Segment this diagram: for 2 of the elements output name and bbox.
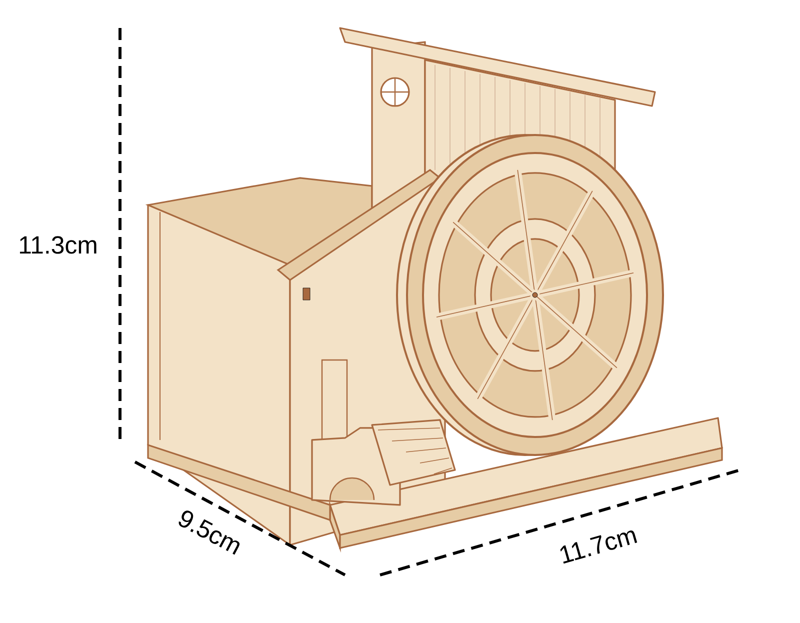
dimension-label: 11.7cm	[560, 530, 638, 564]
dimension-label: 11.3cm	[20, 236, 96, 254]
